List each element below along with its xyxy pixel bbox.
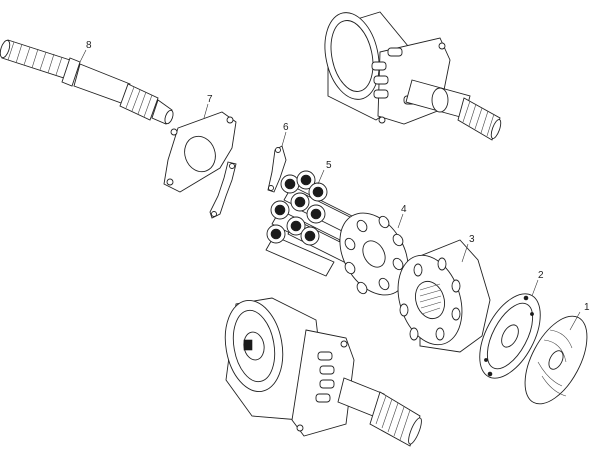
callouts: 1 2 3 4 5 6 7 8 xyxy=(79,40,590,331)
part-2-valve-plate xyxy=(479,293,541,379)
part-5-piston-assemblies xyxy=(265,170,365,277)
part-3-cylinder-block xyxy=(397,239,491,353)
callout-5: 5 xyxy=(326,160,332,171)
callout-3: 3 xyxy=(469,234,475,245)
part-8-drive-shaft xyxy=(0,39,174,125)
callout-6: 6 xyxy=(283,122,289,133)
part-6-retainer-clips xyxy=(209,145,287,219)
part-1-port-plate xyxy=(524,315,588,405)
part-7-gasket-plate xyxy=(163,111,237,193)
callout-2: 2 xyxy=(538,270,544,281)
callout-7: 7 xyxy=(207,94,213,105)
callout-8: 8 xyxy=(86,40,92,51)
assembled-pump-top xyxy=(324,11,502,141)
assembled-pump-bottom xyxy=(224,297,422,447)
callout-4: 4 xyxy=(401,204,407,215)
part-4-retainer-plate xyxy=(339,212,409,296)
callout-1: 1 xyxy=(584,302,590,313)
